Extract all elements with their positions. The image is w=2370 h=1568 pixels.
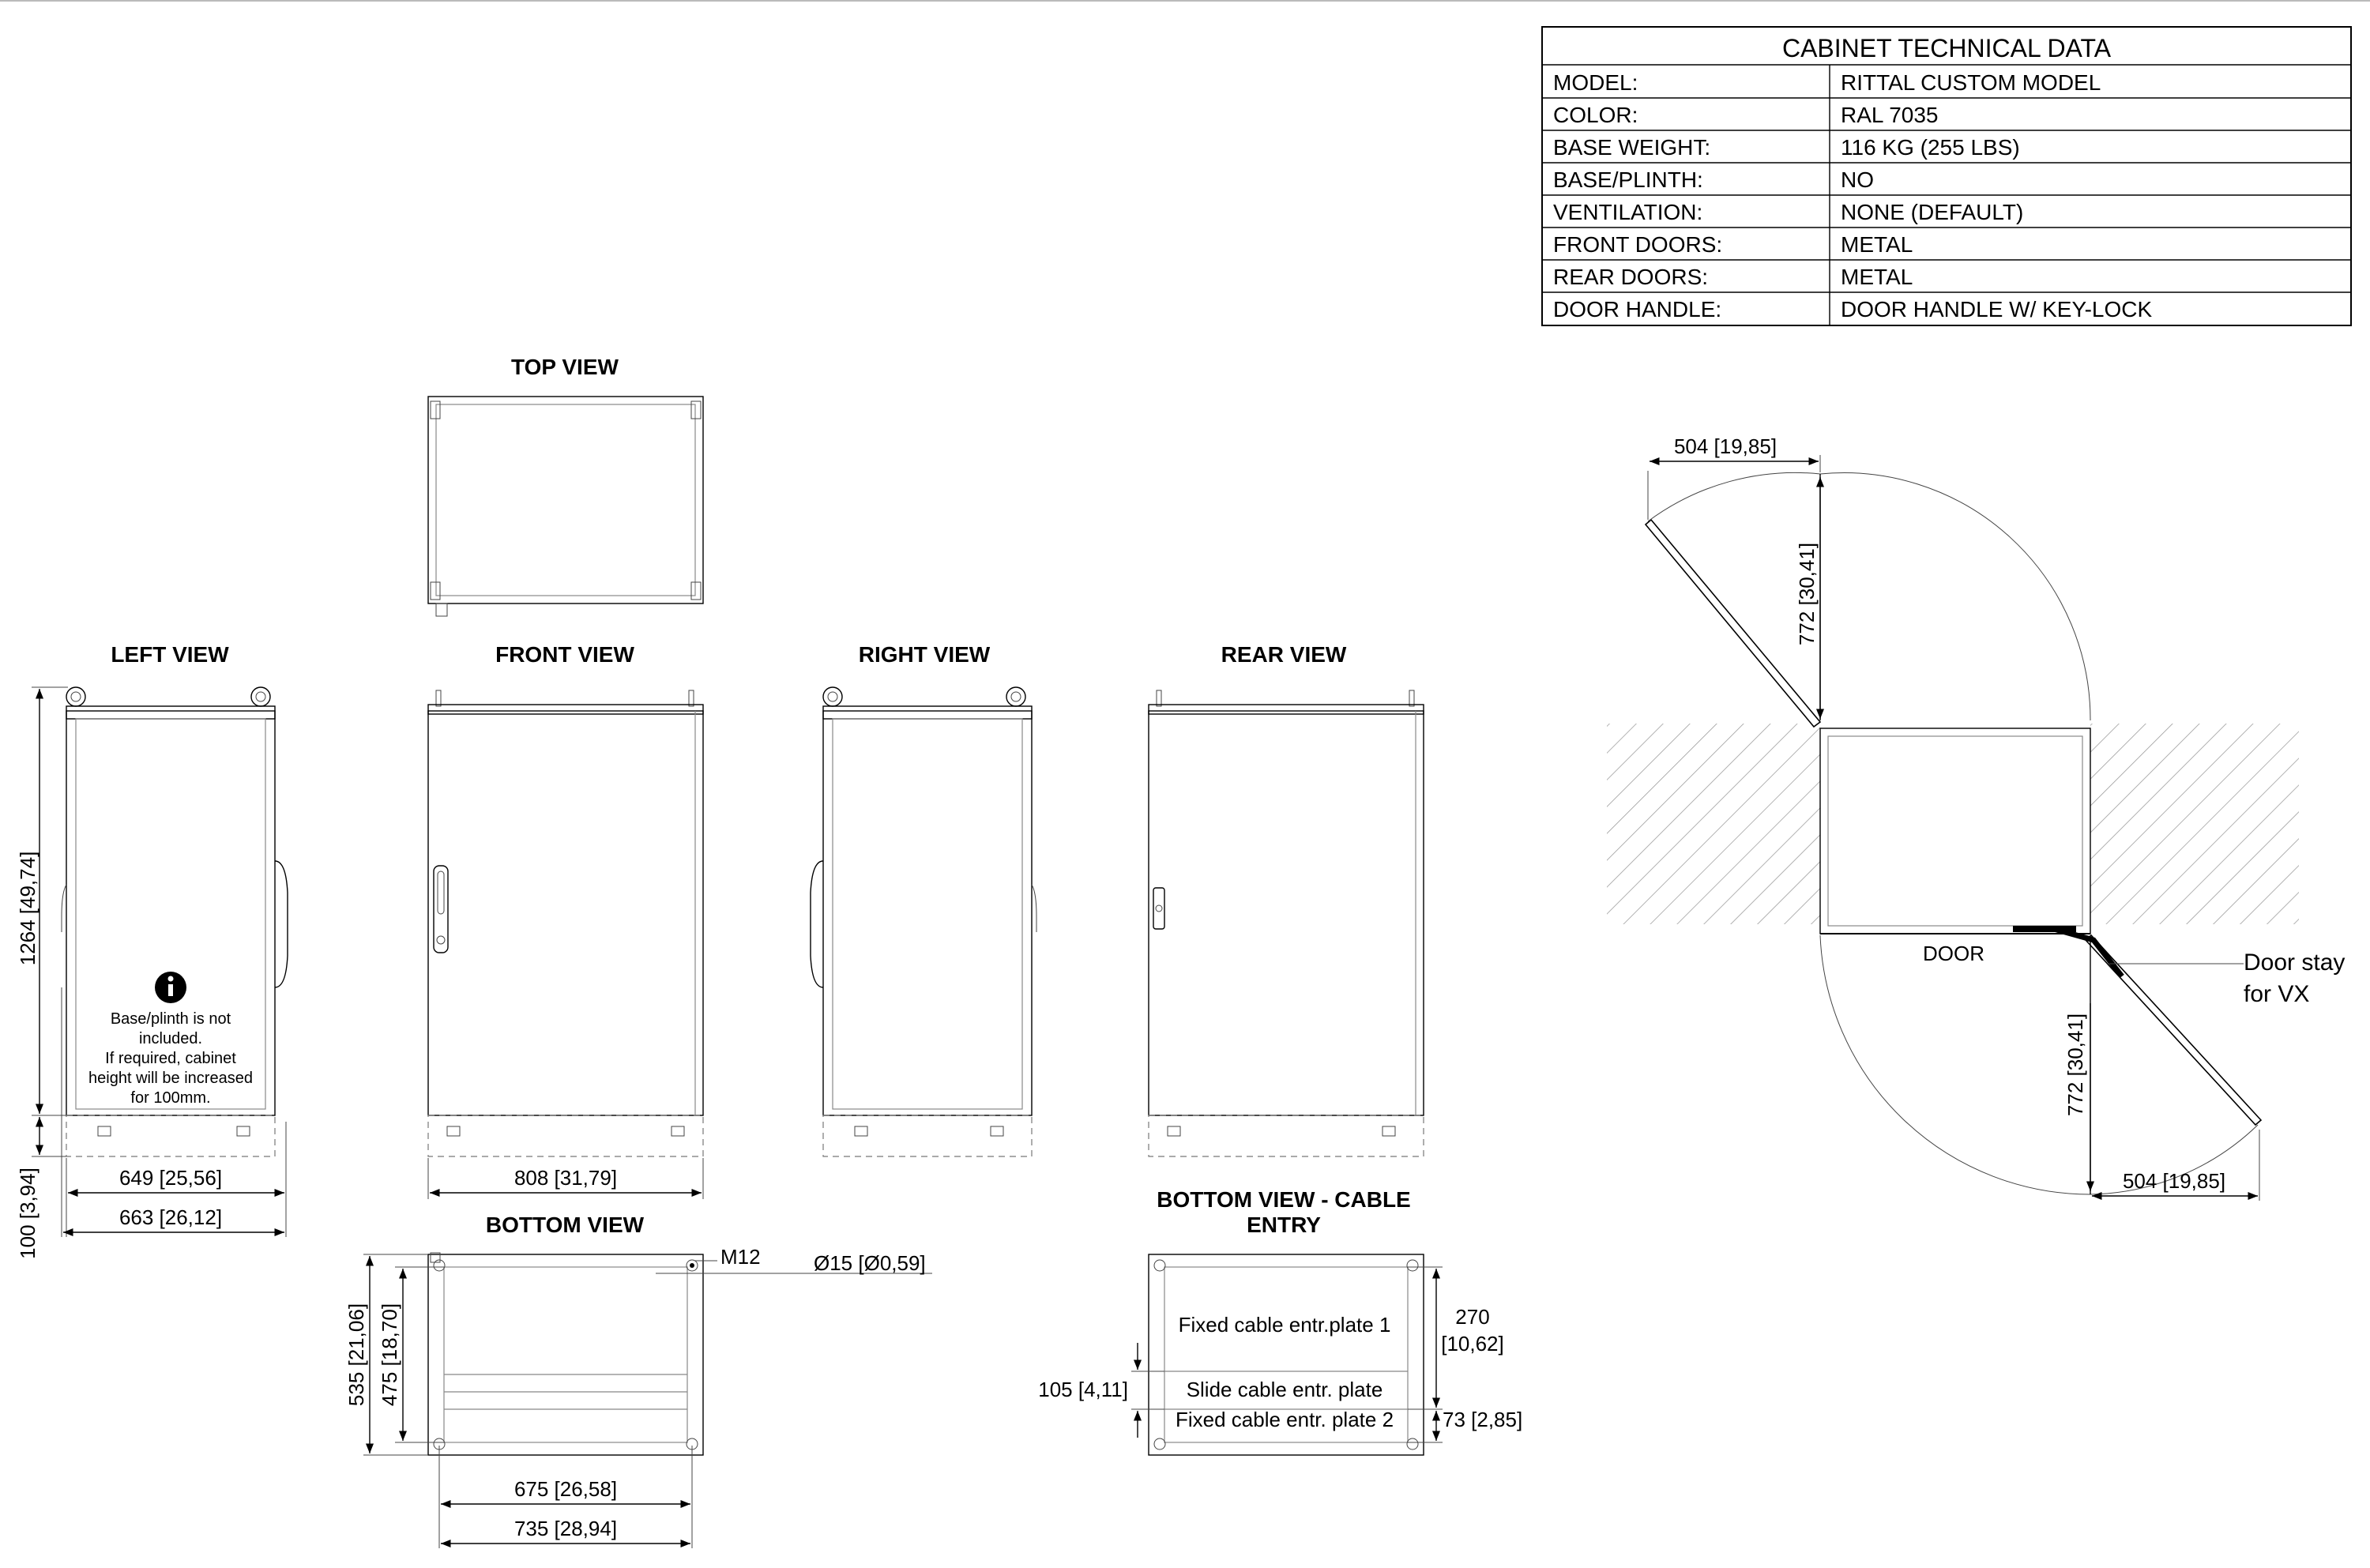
row-label-plinth: BASE/PLINTH: (1553, 167, 1703, 192)
plinth-note-line-5: for 100mm. (130, 1089, 210, 1107)
door-stay-label-1: Door stay (2244, 949, 2345, 976)
row-value-plinth: NO (1841, 167, 1874, 192)
row-label-door-handle: DOOR HANDLE: (1553, 297, 1721, 321)
row-label-rear-doors: REAR DOORS: (1553, 265, 1708, 289)
height-dimension: 1264 [49,74] (16, 852, 40, 966)
row-value-ventilation: NONE (DEFAULT) (1841, 200, 2023, 224)
bottom-width-inner-dim: 675 [26,58] (514, 1477, 617, 1501)
row-label-ventilation: VENTILATION: (1553, 200, 1702, 224)
door-length-top-dim: 772 [30,41] (1795, 543, 1819, 645)
slide-plate-label: Slide cable entr. plate (1187, 1378, 1383, 1401)
plinth-note-line-2: included. (139, 1030, 202, 1047)
bottom-view-drawing: 535 [21,06] 475 [18,70] 675 [26,58] 735 … (344, 1245, 932, 1548)
plinth-note-line-4: height will be increased (88, 1070, 253, 1087)
right-view-drawing (810, 686, 1037, 1157)
info-icon (155, 972, 186, 1003)
bottom-cable-heading-2: ENTRY (1247, 1213, 1321, 1237)
left-view-drawing: Base/plinth is not included. If required… (16, 686, 288, 1259)
row-value-color: RAL 7035 (1841, 103, 1939, 127)
left-depth-inner-dim: 649 [25,56] (119, 1166, 222, 1190)
door-stay-icon (2013, 926, 2124, 979)
slide-plate-dim: 105 [4,11] (1038, 1378, 1128, 1401)
left-depth-outer-dim: 663 [26,12] (119, 1205, 222, 1229)
table-title: CABINET TECHNICAL DATA (1782, 34, 2112, 62)
rear-view-heading: REAR VIEW (1221, 642, 1347, 667)
key-lock-icon (1153, 887, 1165, 930)
row-value-weight: 116 KG (255 LBS) (1841, 135, 2020, 160)
hole-callout: Ø15 [Ø0,59] (814, 1251, 926, 1275)
plate2-dim: 73 [2,85] (1443, 1408, 1522, 1431)
plinth-note-line-1: Base/plinth is not (111, 1010, 231, 1028)
technical-data-table: CABINET TECHNICAL DATA MODEL: RITTAL CUS… (1541, 26, 2352, 326)
door-swing-top-dim: 504 [19,85] (1674, 434, 1777, 458)
row-value-front-doors: METAL (1841, 232, 1913, 257)
door-handle-icon (433, 865, 449, 953)
right-view-heading: RIGHT VIEW (859, 642, 991, 667)
bottom-depth-inner-dim: 475 [18,70] (378, 1303, 401, 1406)
row-label-model: MODEL: (1553, 70, 1638, 95)
bottom-width-outer-dim: 735 [28,94] (514, 1517, 617, 1540)
row-value-rear-doors: METAL (1841, 265, 1913, 289)
row-value-model: RITTAL CUSTOM MODEL (1841, 70, 2101, 95)
bottom-view-heading: BOTTOM VIEW (486, 1213, 645, 1237)
fixed-plate-1-label: Fixed cable entr.plate 1 (1179, 1313, 1391, 1337)
door-swing-plan: 504 [19,85] 772 [30,41] 772 [30,41] 504 … (1607, 434, 2345, 1201)
door-length-bottom-dim: 772 [30,41] (2063, 1013, 2087, 1116)
front-view-drawing: 808 [31,79] (427, 690, 704, 1199)
door-label: DOOR (1923, 942, 1984, 965)
plate1-dim-b: [10,62] (1441, 1332, 1504, 1356)
row-label-color: COLOR: (1553, 103, 1638, 127)
thread-callout: M12 (720, 1245, 761, 1269)
bottom-cable-heading-1: BOTTOM VIEW - CABLE (1157, 1187, 1410, 1212)
row-label-weight: BASE WEIGHT: (1553, 135, 1710, 160)
door-stay-label-2: for VX (2244, 981, 2309, 1007)
front-view-heading: FRONT VIEW (495, 642, 634, 667)
row-label-front-doors: FRONT DOORS: (1553, 232, 1722, 257)
left-view-heading: LEFT VIEW (111, 642, 229, 667)
front-width-dim: 808 [31,79] (514, 1166, 617, 1190)
cable-entry-view-drawing: Fixed cable entr.plate 1 Slide cable ent… (1038, 1254, 1522, 1456)
row-value-door-handle: DOOR HANDLE W/ KEY-LOCK (1841, 297, 2152, 321)
fixed-plate-2-label: Fixed cable entr. plate 2 (1176, 1408, 1394, 1431)
plate1-dim-a: 270 (1455, 1305, 1489, 1329)
bottom-depth-outer-dim: 535 [21,06] (344, 1303, 368, 1406)
top-view-heading: TOP VIEW (511, 355, 619, 379)
plinth-note-line-3: If required, cabinet (105, 1050, 236, 1067)
rear-view-drawing (1148, 690, 1424, 1157)
top-view-drawing (427, 396, 704, 617)
plinth-dimension: 100 [3,94] (16, 1168, 40, 1259)
door-swing-bottom-dim: 504 [19,85] (2123, 1169, 2225, 1193)
